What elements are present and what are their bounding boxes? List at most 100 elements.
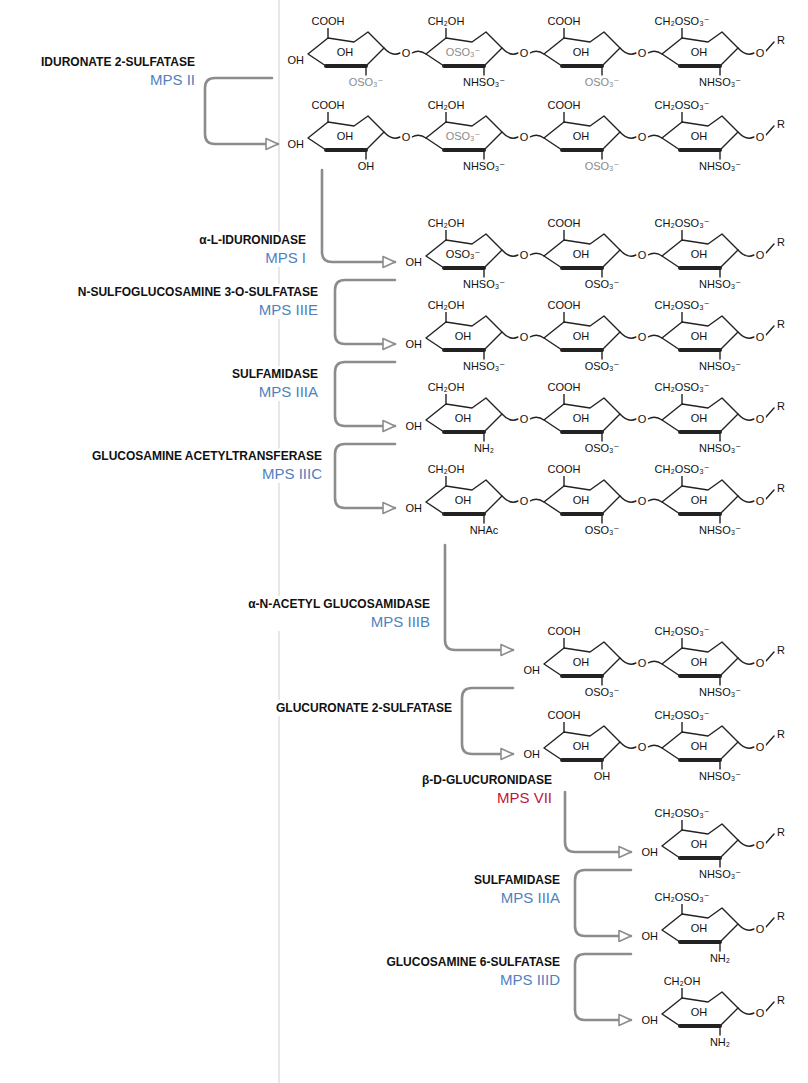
substituent-label: OH [572, 656, 591, 669]
substituent-bond [719, 514, 720, 523]
substituent-label: COOH [547, 99, 582, 112]
ring-bold-edge [680, 940, 720, 944]
linkage-oxygen: O [637, 495, 648, 508]
chain-end: R [776, 482, 786, 495]
glycosidic-bond [530, 417, 544, 420]
glycosidic-bond [620, 250, 636, 256]
glycosidic-bond [502, 48, 518, 54]
glycosidic-bond [766, 42, 774, 51]
substituent-bond [483, 514, 484, 523]
enzyme-name: SULFAMIDASE [232, 366, 318, 382]
sugar-ring [544, 116, 620, 150]
glycosidic-bond [738, 496, 754, 502]
enzyme-name: GLUCOSAMINE ACETYLTRANSFERASE [92, 448, 322, 464]
reaction-arrow [322, 170, 395, 262]
substituent-label: OSO₃⁻ [584, 524, 621, 537]
enzyme-label: GLUCOSAMINE ACETYLTRANSFERASEMPS IIIC [92, 448, 322, 483]
substituent-bond [601, 514, 602, 523]
sugar-ring [426, 398, 502, 432]
substituent-label: OH [405, 502, 424, 515]
sugar-ring [662, 992, 738, 1026]
linkage-oxygen: O [519, 249, 530, 262]
ring-bold-edge [680, 64, 720, 68]
substituent-label: COOH [547, 463, 582, 476]
substituent-label: OH [523, 748, 542, 761]
substituent-label: COOH [311, 15, 346, 28]
enzyme-name: β-D-GLUCURONIDASE [422, 772, 552, 788]
substituent-label: OH [572, 412, 591, 425]
substituent-label: OH [690, 46, 709, 59]
substituent-label: CH₂OSO₃⁻ [654, 463, 711, 476]
substituent-bond [563, 638, 564, 648]
glycosidic-bond [648, 253, 662, 256]
substituent-bond [601, 676, 602, 685]
chain-end: R [776, 318, 786, 331]
ring-bold-edge [444, 512, 484, 516]
substituent-label: CH₂OH [427, 217, 466, 230]
substituent-label: OH [690, 412, 709, 425]
linkage-oxygen: O [637, 131, 648, 144]
substituent-bond [563, 394, 564, 404]
linkage-oxygen: O [637, 413, 648, 426]
glycosidic-bond [738, 332, 754, 338]
glycosidic-bond [530, 335, 544, 338]
substituent-label: OH [572, 46, 591, 59]
enzyme-name: GLUCOSAMINE 6-SULFATASE [386, 954, 560, 970]
substituent-label: CH₂OSO₃⁻ [654, 99, 711, 112]
substituent-label: NHSO₃⁻ [698, 360, 742, 373]
glycosidic-bond [766, 490, 774, 499]
substituent-label: OH [336, 46, 355, 59]
substituent-bond [563, 230, 564, 240]
glycosidic-bond [766, 652, 774, 661]
glycosidic-bond [502, 332, 518, 338]
linkage-oxygen: O [755, 413, 766, 426]
sugar-ring [662, 908, 738, 942]
substituent-bond [601, 350, 602, 359]
substituent-label: OH [454, 330, 473, 343]
substituent-bond [719, 942, 720, 951]
substituent-bond [719, 676, 720, 685]
substituent-bond [601, 268, 602, 277]
disease-label: MPS II [41, 70, 195, 89]
enzyme-label: SULFAMIDASEMPS IIIA [232, 366, 318, 401]
substituent-bond [483, 66, 484, 75]
substituent-label: OH [690, 656, 709, 669]
glycosidic-bond [530, 253, 544, 256]
substituent-label: CH₂OSO₃⁻ [654, 217, 711, 230]
enzyme-label: IDURONATE 2-SULFATASEMPS II [41, 54, 195, 89]
glycosidic-bond [648, 335, 662, 338]
substituent-label: OH [641, 846, 660, 859]
substituent-bond [681, 112, 682, 122]
substituent-bond [719, 350, 720, 359]
chain-end: R [776, 34, 786, 47]
glycosidic-bond [620, 658, 636, 664]
sugar-ring [662, 480, 738, 514]
sugar-ring [544, 726, 620, 760]
substituent-label: CH₂OSO₃⁻ [654, 625, 711, 638]
reaction-arrow [565, 792, 631, 852]
glycosidic-bond [766, 918, 774, 927]
glycosidic-bond [620, 414, 636, 420]
substituent-label: OH [405, 338, 424, 351]
substituent-bond [719, 432, 720, 441]
linkage-oxygen: O [637, 741, 648, 754]
substituent-label: OH [690, 130, 709, 143]
linkage-oxygen: O [755, 331, 766, 344]
linkage-oxygen: O [519, 331, 530, 344]
linkage-oxygen: O [519, 495, 530, 508]
linkage-oxygen: O [637, 47, 648, 60]
reaction-arrow [205, 78, 278, 144]
substituent-label: OSO₃⁻ [445, 130, 482, 143]
glycosidic-bond [648, 135, 662, 138]
enzyme-label: α-L-IDURONIDASEMPS I [199, 232, 306, 267]
substituent-bond [563, 476, 564, 486]
substituent-bond [719, 268, 720, 277]
reaction-arrow [575, 954, 631, 1020]
ring-bold-edge [680, 758, 720, 762]
ring-bold-edge [562, 348, 602, 352]
disease-label: MPS IIID [386, 970, 560, 989]
substituent-label: NHAc [469, 524, 500, 537]
enzyme-label: N-SULFOGLUCOSAMINE 3-O-SULFATASEMPS IIIE [78, 284, 318, 319]
enzyme-name: α-N-ACETYL GLUCOSAMIDASE [248, 596, 430, 612]
linkage-oxygen: O [637, 331, 648, 344]
